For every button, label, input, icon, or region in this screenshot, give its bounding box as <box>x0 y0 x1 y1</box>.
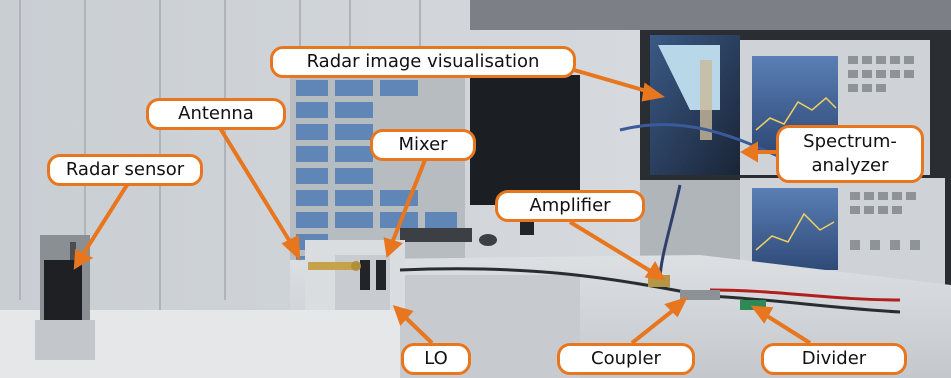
amplifier-part <box>648 275 670 287</box>
monitor-dark <box>470 75 580 205</box>
callout-lo: LO <box>401 343 471 375</box>
radar-sensor-device <box>35 235 95 360</box>
callout-radar-image-visualisation: Radar image visualisation <box>270 46 576 78</box>
callout-spectrum-analyzer-line1: Spectrum- <box>803 131 897 152</box>
ceiling-beam <box>470 0 951 30</box>
callout-divider: Divider <box>761 343 907 375</box>
callout-spectrum-analyzer-line2: analyzer <box>811 155 889 176</box>
callout-amplifier: Amplifier <box>495 190 645 222</box>
callout-spectrum-analyzer: Spectrum- analyzer <box>776 125 924 183</box>
callout-radar-sensor: Radar sensor <box>47 154 203 186</box>
coupler-part <box>680 290 720 300</box>
callout-coupler: Coupler <box>557 343 695 375</box>
mouse <box>479 234 497 246</box>
callout-mixer: Mixer <box>370 129 476 161</box>
mixer-lo-block <box>305 240 405 310</box>
divider-part <box>740 300 766 310</box>
keyboard <box>400 228 472 242</box>
callout-antenna: Antenna <box>146 98 286 130</box>
